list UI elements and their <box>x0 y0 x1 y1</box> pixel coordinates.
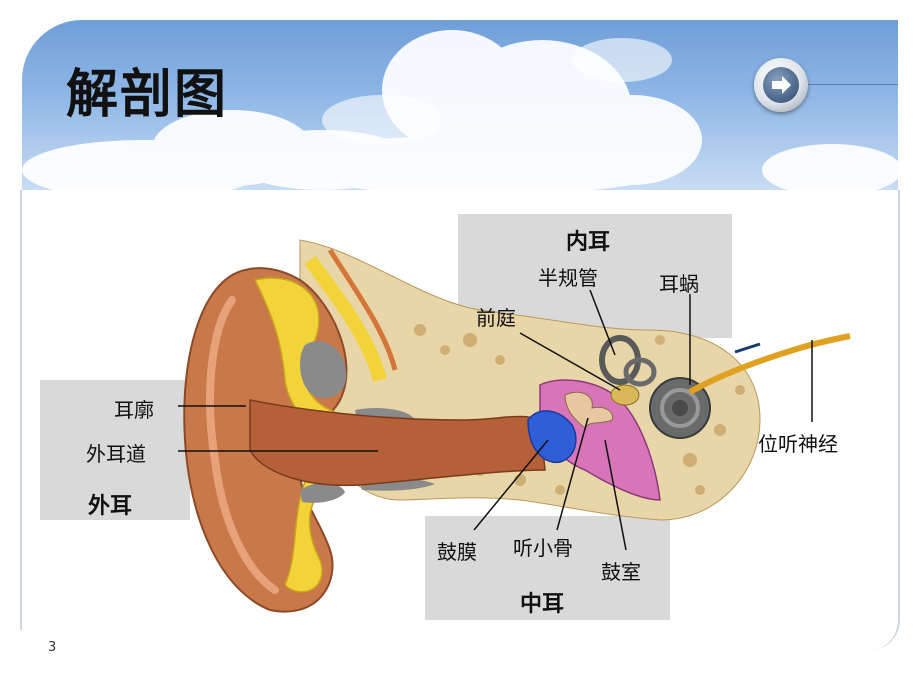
vestibule-shape <box>610 384 640 406</box>
helix-highlight <box>206 296 279 594</box>
label-auditory-nerve: 位听神经 <box>758 432 838 456</box>
label-cochlea: 耳蜗 <box>659 272 699 296</box>
header-rule <box>808 84 898 85</box>
next-slide-button[interactable] <box>754 58 808 112</box>
semicircular-canal-2 <box>623 357 657 387</box>
skin-layer <box>327 248 398 371</box>
outer-ear-label-box <box>40 380 190 520</box>
label-middle-ear: 中耳 <box>520 592 565 617</box>
label-auricle: 耳廓 <box>114 398 154 422</box>
label-eardrum: 鼓膜 <box>437 540 477 564</box>
page-title: 解剖图 <box>66 65 229 125</box>
ossicles-shape <box>564 391 614 429</box>
tympanic-leader <box>604 439 627 551</box>
sky-header <box>22 20 898 190</box>
cochlea-spiral <box>660 388 700 428</box>
label-inner-ear: 内耳 <box>566 230 611 255</box>
frame-right-border <box>870 190 900 650</box>
label-semicircular-canals: 半规管 <box>538 266 598 290</box>
label-ear-canal: 外耳道 <box>86 442 146 466</box>
bone-piece-lower <box>300 482 345 503</box>
label-tympanic-cavity: 鼓室 <box>601 560 641 584</box>
middle-ear-label-box <box>425 516 670 620</box>
label-vestibule: 前庭 <box>476 306 516 330</box>
frame-left-border <box>20 190 22 630</box>
arrow-right-icon <box>772 76 791 94</box>
auditory-nerve-shape <box>688 333 851 395</box>
nerve-tip <box>734 342 761 354</box>
page-number: 3 <box>48 640 57 655</box>
cochlea-center <box>672 400 688 416</box>
label-outer-ear: 外耳 <box>88 494 133 519</box>
eardrum-leader <box>473 439 549 531</box>
ear-canal-shape <box>249 399 546 487</box>
ossicles-leader <box>556 417 589 531</box>
vestibule-leader <box>519 332 621 391</box>
next-button-inner <box>763 67 799 103</box>
label-ossicles: 听小骨 <box>513 536 573 560</box>
upper-cartilage <box>304 255 387 382</box>
bone-piece-upper <box>300 341 347 399</box>
cloud-background <box>22 30 898 190</box>
leader-lines <box>178 289 813 551</box>
semicircular-leader <box>589 289 616 356</box>
